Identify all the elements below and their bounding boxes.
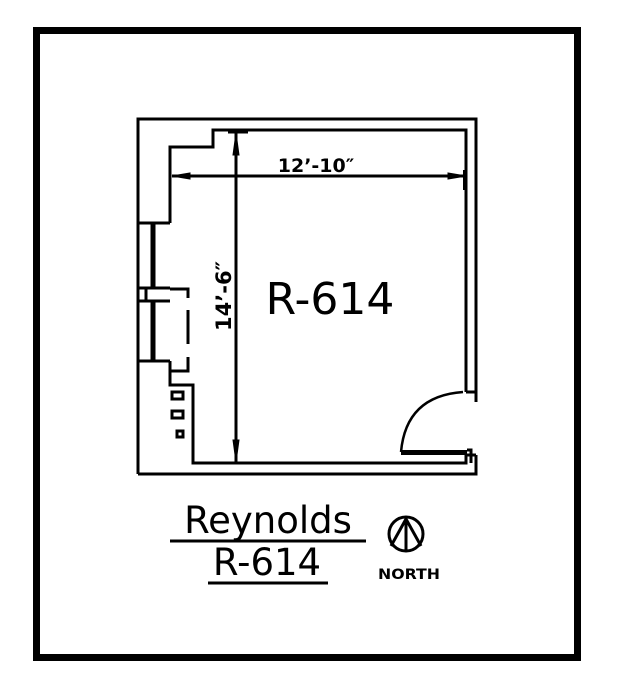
- width-dimension-line: [171, 170, 467, 190]
- north-label: NORTH: [378, 567, 440, 583]
- length-dimension-text: 14’-6″: [212, 261, 236, 331]
- sheet-border: [33, 27, 581, 661]
- building-name: Reynolds: [184, 499, 352, 542]
- wall-fixtures: [170, 390, 185, 439]
- room-label: R-614: [266, 274, 395, 325]
- door: [398, 390, 476, 465]
- north-arrow-icon: [387, 515, 425, 553]
- room-number: R-614: [213, 541, 321, 584]
- width-dimension-text: 12’-10″: [278, 155, 355, 177]
- outer-wall: [136, 117, 478, 476]
- length-dimension-line: [228, 130, 248, 463]
- window: [138, 221, 170, 363]
- radiator-dashed: [170, 287, 190, 373]
